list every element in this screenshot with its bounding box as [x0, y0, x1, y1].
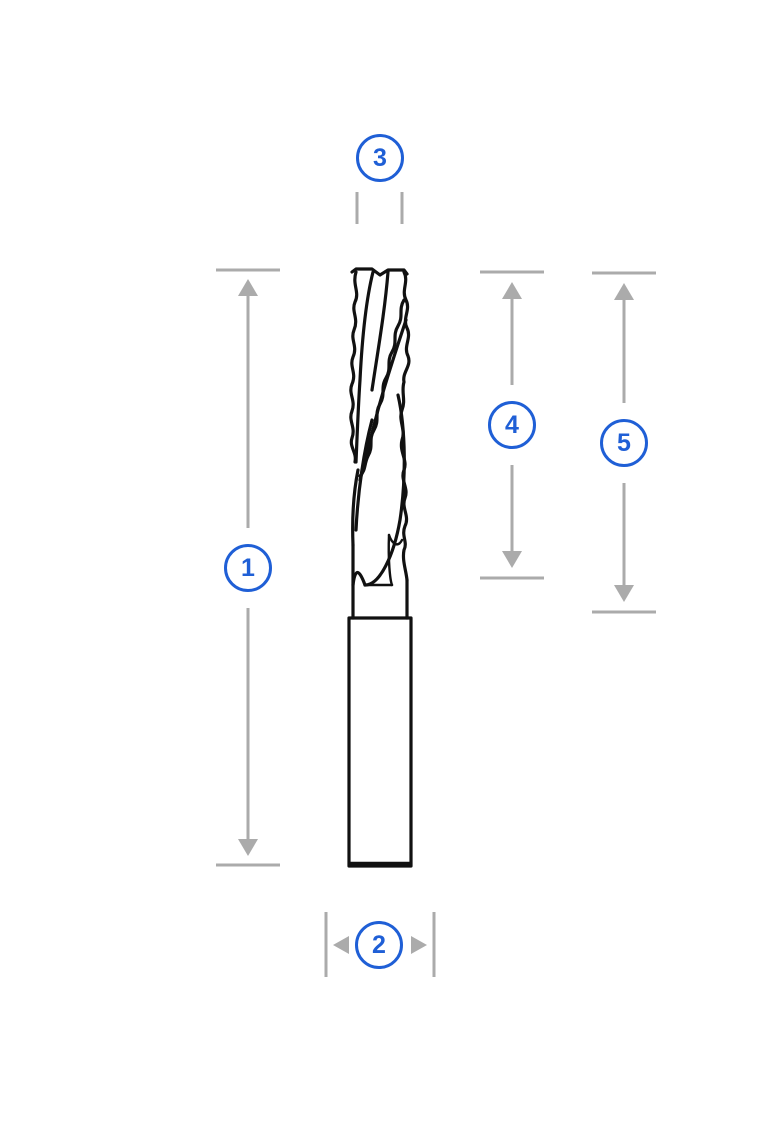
callout-5-flute-length: 5 — [600, 419, 648, 467]
helix-front-right — [370, 270, 390, 392]
callout-2-shank-diameter: 2 — [355, 921, 403, 969]
left-flute-boundary — [351, 468, 360, 547]
flute-inner-line — [354, 418, 374, 532]
left-serrated-edge — [349, 270, 359, 464]
end-mill-icon — [347, 267, 413, 868]
cutting-length-dimension — [480, 270, 544, 580]
cutting-diameter-dimension — [355, 192, 404, 224]
flute-length-dimension — [592, 271, 656, 614]
callout-4-cutting-length: 4 — [488, 401, 536, 449]
flute-exit-curl — [387, 533, 404, 546]
flute-lower-sweep — [363, 393, 406, 587]
helix-front-left — [354, 270, 375, 464]
neck-left-curve — [351, 570, 367, 587]
overall-length-up-arrow — [238, 279, 258, 296]
cutting-tip — [350, 267, 409, 277]
flute-exit-line — [387, 533, 394, 587]
flute-length-down-arrow — [614, 585, 634, 602]
overall-length-down-arrow — [238, 839, 258, 856]
callout-3-cutting-diameter: 3 — [356, 134, 404, 182]
shank-diameter-dimension — [324, 912, 436, 977]
shank-diameter-left-arrow — [333, 936, 349, 954]
callout-1-overall-length: 1 — [224, 544, 272, 592]
shank-diameter-right-arrow — [411, 936, 427, 954]
overall-length-dimension — [216, 268, 280, 867]
shank-outline — [347, 616, 413, 868]
cutting-length-down-arrow — [502, 551, 522, 568]
flute-length-up-arrow — [614, 283, 634, 300]
cutting-length-up-arrow — [502, 282, 522, 299]
